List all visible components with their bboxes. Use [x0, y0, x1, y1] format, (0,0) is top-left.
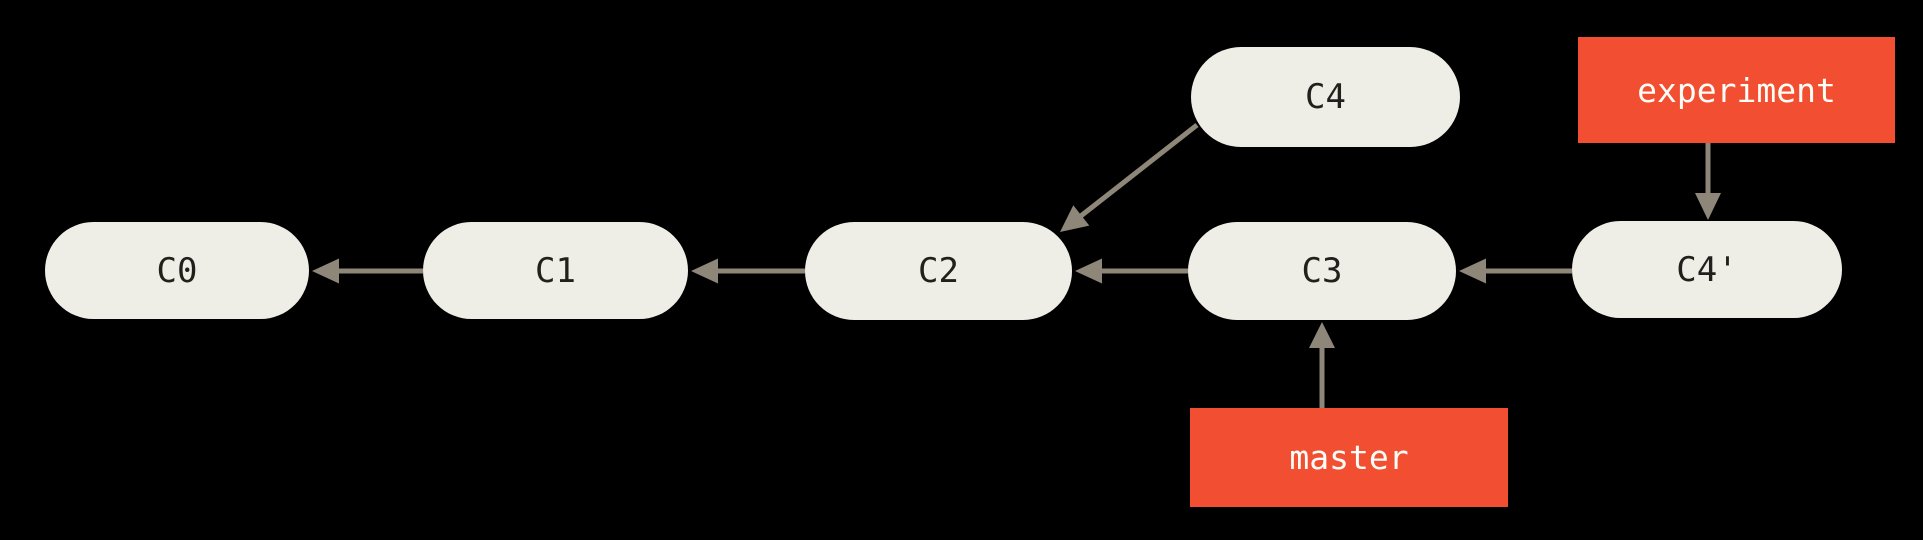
edge-experiment-to-c4p [1695, 143, 1721, 220]
arrowhead-left-icon [312, 258, 339, 284]
arrowhead-down-icon [1695, 193, 1721, 220]
branch-label-master: master [1190, 408, 1508, 507]
arrowhead-left-icon [1075, 258, 1102, 284]
commit-node-c4: C4 [1191, 47, 1460, 147]
edge-line [1075, 123, 1199, 221]
edge-c4-to-c2 [1060, 123, 1199, 232]
commit-node-c0: C0 [45, 222, 309, 319]
edge-c3-to-c2 [1075, 258, 1188, 284]
commit-node-c2: C2 [805, 222, 1072, 320]
branch-name: master [1289, 438, 1409, 477]
arrowhead-left-icon [1459, 258, 1486, 284]
branch-label-experiment: experiment [1578, 37, 1895, 143]
commit-label: C4 [1305, 77, 1346, 117]
edge-master-to-c3 [1309, 322, 1335, 408]
edge-c1-to-c0 [312, 258, 423, 284]
commit-label: C1 [535, 250, 576, 291]
commit-label: C2 [918, 251, 959, 291]
arrowhead-left-icon [691, 258, 718, 284]
arrowhead-up-icon [1309, 322, 1335, 348]
branch-name: experiment [1637, 70, 1836, 110]
commit-label: C4' [1676, 249, 1738, 290]
commit-label: C0 [156, 250, 198, 291]
commit-node-c1: C1 [423, 222, 688, 319]
commit-node-c4-prime: C4' [1572, 221, 1842, 318]
arrowhead-diagonal-icon [1060, 205, 1090, 232]
edge-c2-to-c1 [691, 258, 805, 284]
commit-label: C3 [1301, 251, 1343, 291]
edge-c4p-to-c3 [1459, 258, 1572, 284]
commit-node-c3: C3 [1188, 222, 1456, 320]
